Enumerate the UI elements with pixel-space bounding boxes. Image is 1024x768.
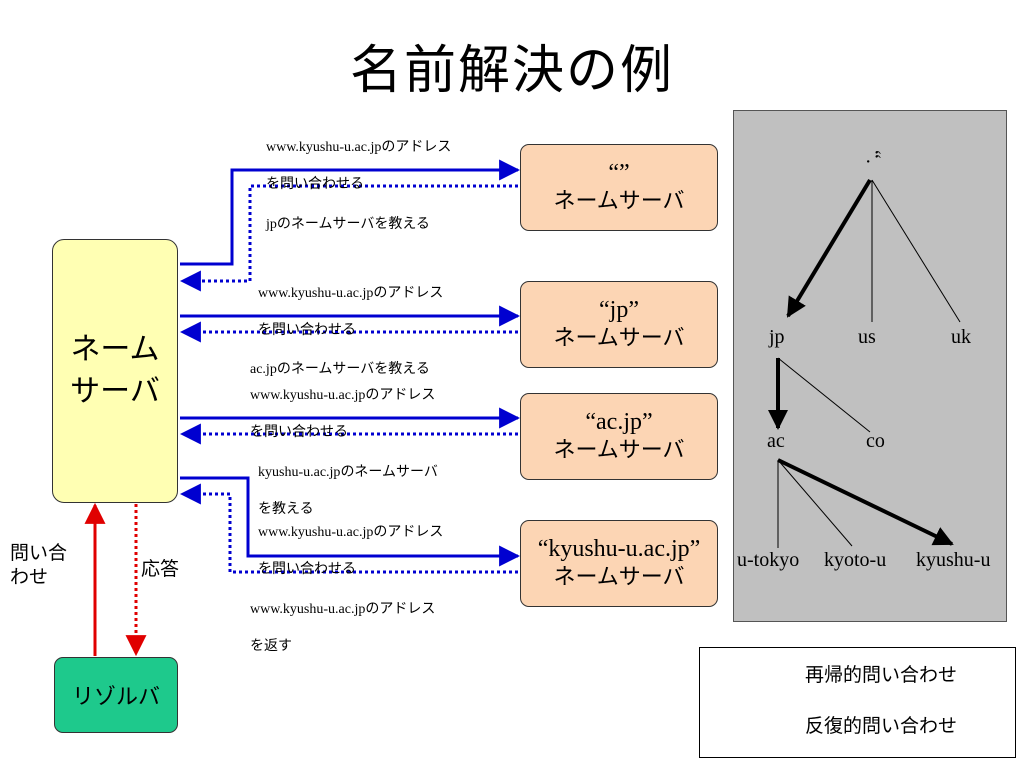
tree-node-kyotou: kyoto-u xyxy=(824,549,887,571)
root-server-zone: “” xyxy=(608,159,630,186)
tree-node-kyushuu: kyushu-u xyxy=(916,549,991,571)
arrow-query-root xyxy=(180,159,521,266)
message-reply-acjp: kyushu-u.ac.jpのネームサーバ を教える xyxy=(258,464,438,517)
tree-node-co: co xyxy=(866,430,885,452)
tree-root-node: “. xyxy=(862,150,884,164)
page-title: 名前解決の例 xyxy=(349,41,674,101)
kyushu-name-server: “kyushu-u.ac.jp” ネームサーバ xyxy=(520,520,718,607)
resolver-label: リゾルバ xyxy=(71,685,160,710)
resolver: リゾルバ xyxy=(54,657,178,733)
acjp-server-label: ネームサーバ xyxy=(553,437,685,463)
tree-edge-jp-co xyxy=(777,357,871,433)
tree-edge-ac-kyotou xyxy=(777,459,853,547)
tree-node-uk: uk xyxy=(951,326,971,348)
jp-name-server: “jp” ネームサーバ xyxy=(520,281,718,368)
acjp-server-zone: “ac.jp” xyxy=(585,408,653,435)
legend-iterative-label: 反復的問い合わせ xyxy=(805,715,958,737)
message-query-jp: www.kyushu-u.ac.jpのアドレス を問い合わせる xyxy=(258,285,444,338)
local-name-server-line2: サーバ xyxy=(70,374,160,409)
resolver-query-label: 問い合 わせ xyxy=(10,542,68,588)
message-reply-jp: ac.jpのネームサーバを教える xyxy=(250,361,430,377)
root-server-label: ネームサーバ xyxy=(553,188,685,214)
legend-box xyxy=(699,647,1016,758)
acjp-name-server: “ac.jp” ネームサーバ xyxy=(520,393,718,480)
resolver-answer-label: 応答 xyxy=(141,558,180,580)
tree-node-us: us xyxy=(858,326,876,348)
jp-server-label: ネームサーバ xyxy=(553,325,685,351)
message-reply-root: jpのネームサーバを教える xyxy=(266,216,430,232)
jp-server-zone: “jp” xyxy=(599,296,639,323)
kyushu-server-label: ネームサーバ xyxy=(553,564,685,590)
kyushu-server-zone: “kyushu-u.ac.jp” xyxy=(537,535,701,562)
tree-node-ac: ac xyxy=(767,430,785,452)
local-name-server: ネーム サーバ xyxy=(52,239,178,503)
tree-edge-root-jp xyxy=(786,178,872,318)
tree-edge-root-uk xyxy=(871,179,961,323)
arrow-reply-kyushu xyxy=(179,483,518,574)
legend-recursive-label: 再帰的問い合わせ xyxy=(805,664,958,686)
local-name-server-line1: ネーム xyxy=(70,332,160,367)
arrow-reply-root xyxy=(179,184,518,292)
message-query-kyushu: www.kyushu-u.ac.jpのアドレス を問い合わせる xyxy=(258,524,444,577)
arrow-query-kyushu xyxy=(180,476,521,567)
tree-edge-ac-kyushuu xyxy=(777,458,954,546)
message-reply-kyushu: www.kyushu-u.ac.jpのアドレス を返す xyxy=(250,601,436,654)
message-query-root: www.kyushu-u.ac.jpのアドレス を問い合わせる xyxy=(266,139,452,192)
tree-node-jp: jp xyxy=(769,326,785,348)
root-name-server: “” ネームサーバ xyxy=(520,144,718,231)
message-query-acjp: www.kyushu-u.ac.jpのアドレス を問い合わせる xyxy=(250,387,436,440)
tree-node-utokyo: u-tokyo xyxy=(737,549,800,571)
